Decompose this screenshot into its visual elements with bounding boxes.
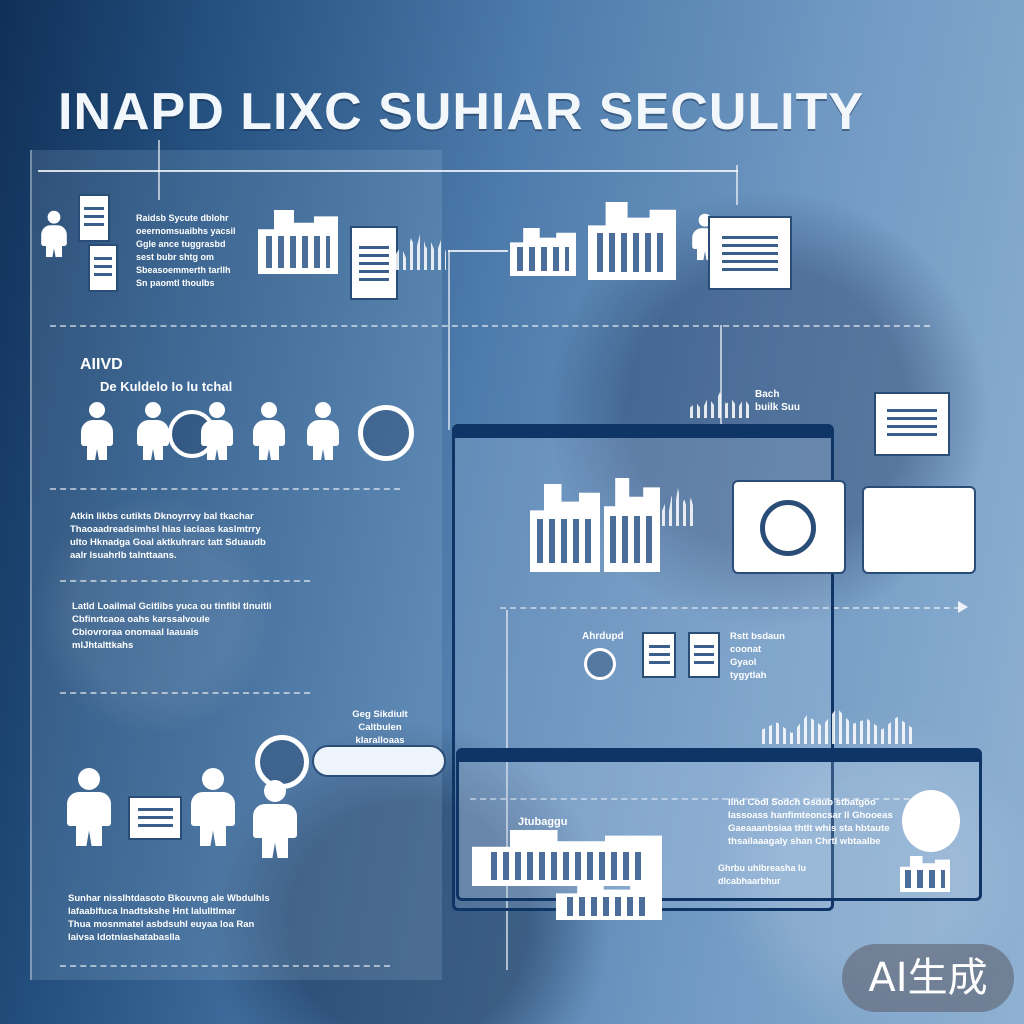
- info-card: [862, 486, 976, 574]
- key-icon: [584, 648, 616, 680]
- section-heading: AIIVD: [80, 356, 123, 373]
- lock-icon: [358, 405, 414, 461]
- document-icon: [88, 244, 118, 292]
- divider-4: [60, 692, 310, 694]
- fingerprint-icon: [760, 500, 816, 556]
- person-icon: [188, 768, 238, 846]
- label-text: Ghrbu uhlbreasha lu dlcabhaarbhur: [718, 863, 807, 886]
- label-text: Jtubaggu: [518, 816, 568, 828]
- connector-line-vertical-top-right: [736, 165, 738, 205]
- person-icon: [304, 402, 342, 460]
- document-icon: [78, 194, 110, 242]
- label-text: Geg Sikdiult Caltbulen klaralloaas: [352, 709, 408, 746]
- person-icon: [64, 768, 114, 846]
- connector-line-vertical-right: [720, 325, 722, 425]
- person-icon: [134, 402, 172, 460]
- connector-line-vertical-center: [448, 250, 450, 430]
- arrow-right-icon: [958, 601, 968, 613]
- monitor-card: [732, 480, 846, 574]
- user-circle-icon: [255, 735, 309, 789]
- computer-icon: [642, 632, 676, 678]
- report-icon: [350, 226, 398, 300]
- shield-icon: [902, 790, 960, 852]
- secure-pill-graphic: [312, 745, 446, 777]
- divider-7: [60, 965, 390, 967]
- person-icon: [250, 780, 300, 858]
- connector-line-vertical-left: [158, 140, 160, 200]
- connector-line-vertical-lower: [506, 610, 508, 970]
- page-title: INAPD LIXC SUHIAR SECULITY: [58, 83, 865, 141]
- label-text: Rstt bsdaun coonat Gyaol tygytlah: [730, 631, 785, 681]
- description-text-block: Ilnd Codl Sodch Gsdub stbatgoo Iassoass …: [728, 797, 893, 847]
- person-icon: [198, 402, 236, 460]
- section-subheading: De Kuldelo Io lu tchal: [100, 379, 233, 394]
- description-text-block: Sunhar nisslhtdasoto Bkouvng ale Wbdulhl…: [68, 893, 270, 943]
- lower-panel-frame: [456, 748, 982, 901]
- report-icon: [708, 216, 792, 290]
- person-icon: [250, 402, 288, 460]
- description-text-block: Latld Loailmal Gcitlibs yuca ou tinfibl …: [72, 601, 272, 651]
- divider-2: [50, 488, 400, 490]
- divider-5: [500, 607, 960, 609]
- divider-6: [470, 798, 950, 800]
- report-icon: [874, 392, 950, 456]
- divider-3: [60, 580, 310, 582]
- id-card-icon: [128, 796, 182, 840]
- connector-line-top: [38, 170, 738, 172]
- person-icon: [39, 210, 69, 258]
- computer-icon: [688, 632, 720, 678]
- person-icon: [78, 402, 116, 460]
- intro-text-block: Raidsb Sycute dblohr oeernomsuaibhs yacs…: [136, 213, 236, 288]
- connector-line-mid: [448, 250, 508, 252]
- label-text: Ahrdupd: [582, 631, 624, 642]
- description-text-block: Atkin likbs cutikts Dknoyrrvy bal tkacha…: [70, 511, 266, 561]
- ai-generated-badge: AI生成: [842, 944, 1014, 1012]
- label-text: Bach builk Suu: [755, 389, 800, 413]
- divider-1: [50, 325, 930, 327]
